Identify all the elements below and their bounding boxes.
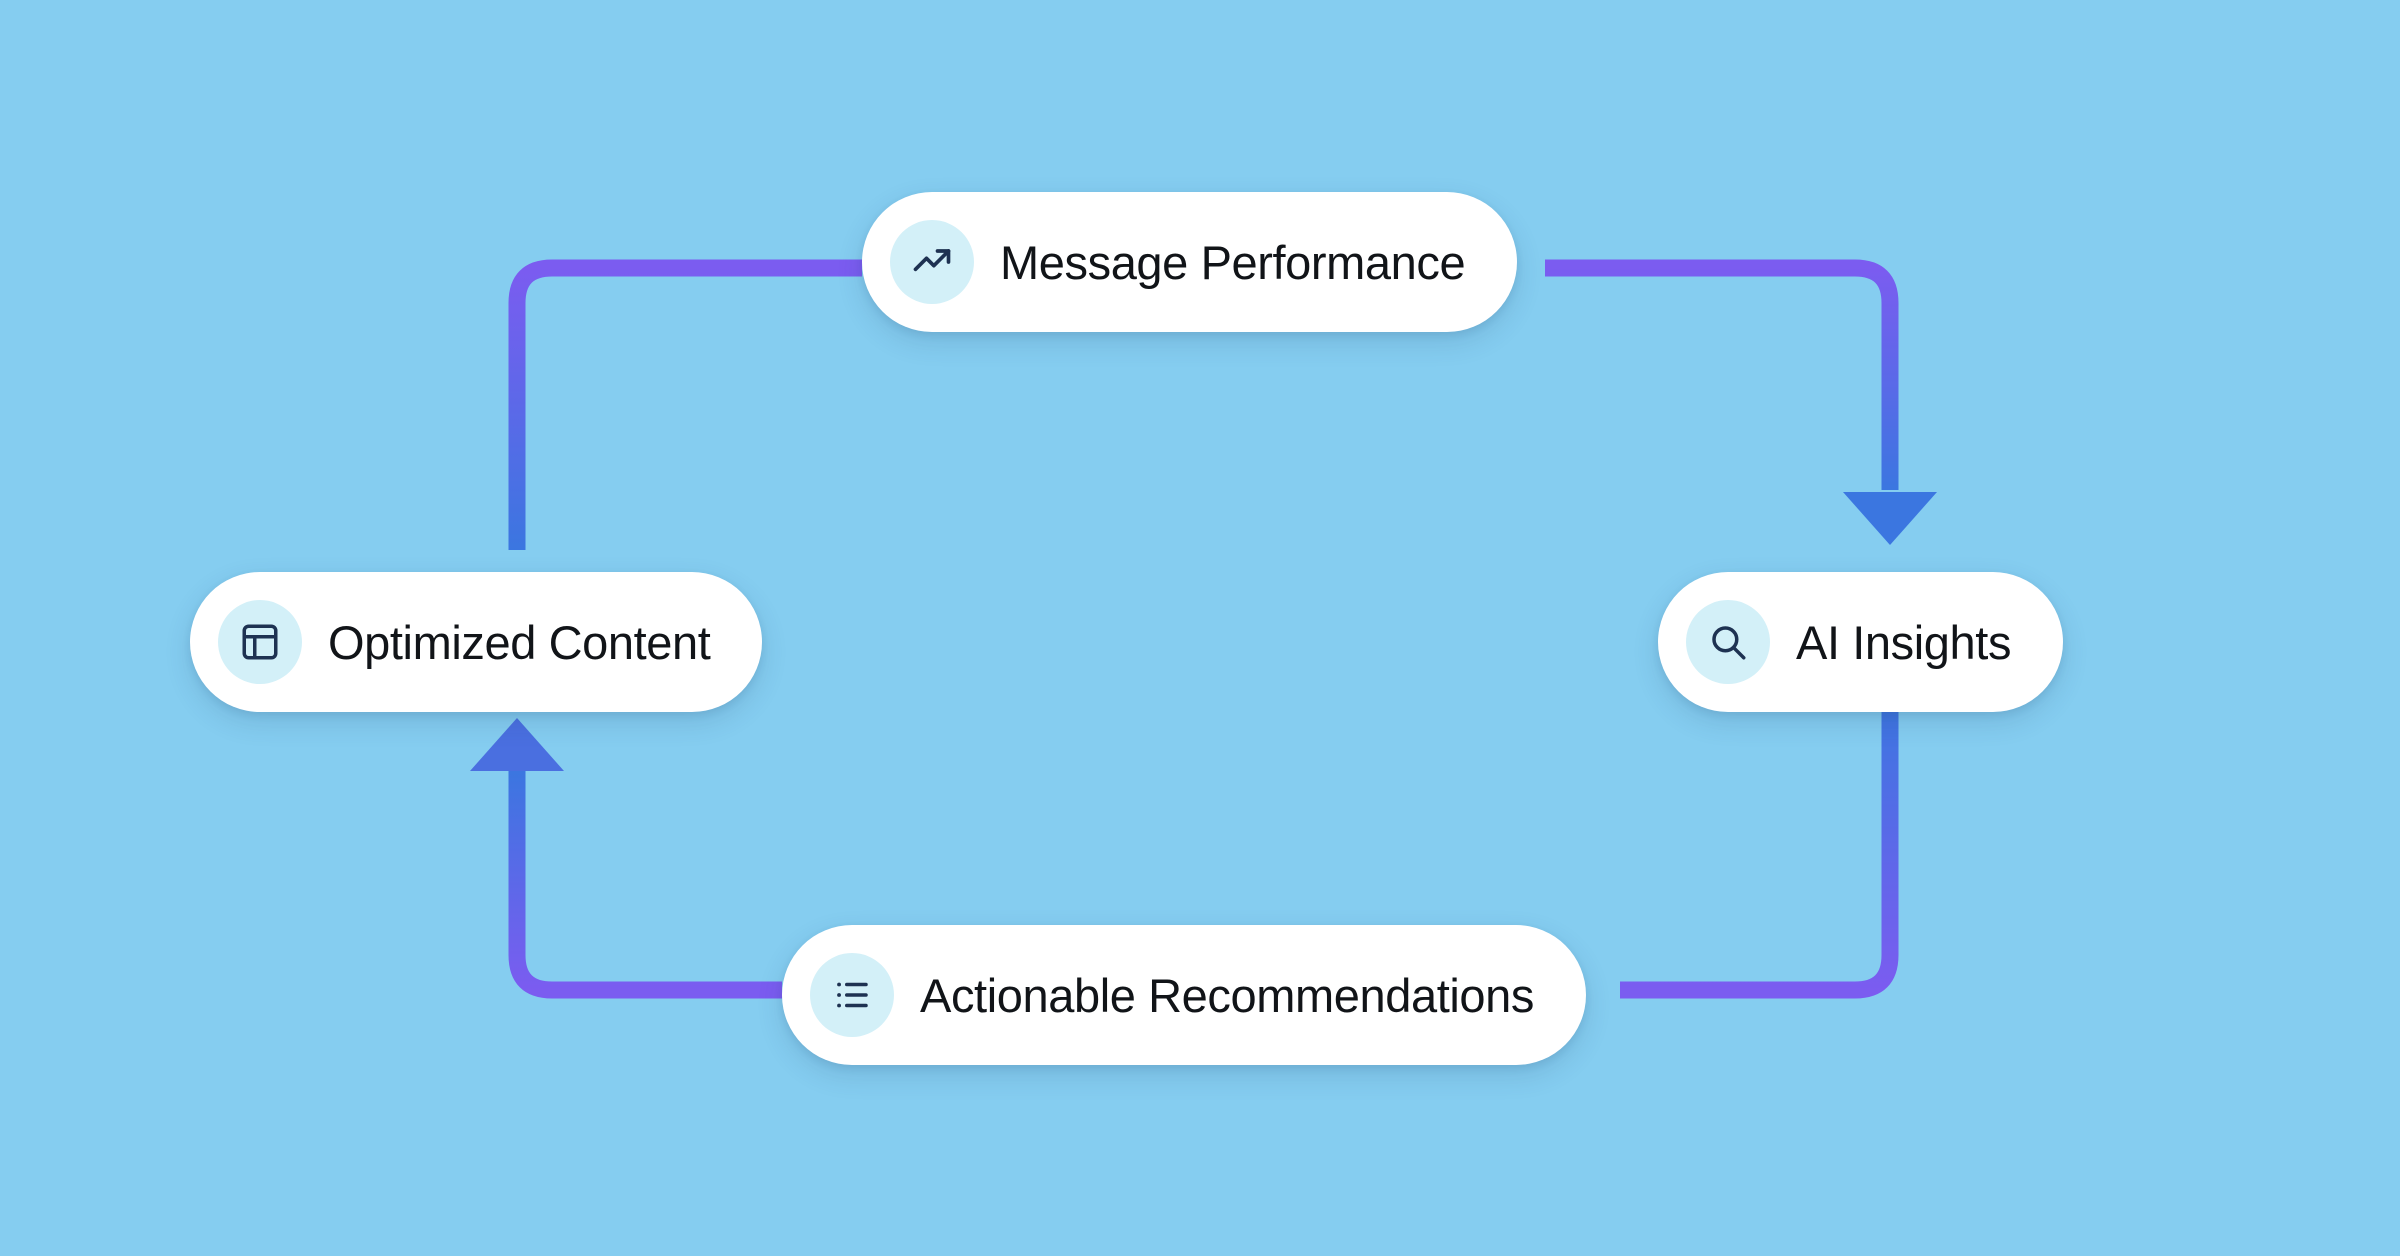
node-message-performance[interactable]: Message Performance <box>862 192 1518 332</box>
connector-actionable-recommendations-to-optimized-content <box>508 770 782 999</box>
connector-ai-insights-to-actionable-recommendations <box>1620 700 1899 999</box>
node-ai-insights[interactable]: AI Insights <box>1658 572 2064 712</box>
layout-panel-icon <box>218 600 302 684</box>
node-optimized-content[interactable]: Optimized Content <box>190 572 763 712</box>
search-icon <box>1686 600 1770 684</box>
node-label: Message Performance <box>1000 235 1466 289</box>
list-bullet-icon <box>810 953 894 1037</box>
arrowhead-up-icon <box>470 718 564 771</box>
connector-message-performance-to-ai-insights <box>1545 259 1899 490</box>
node-label: Optimized Content <box>328 615 711 669</box>
trending-up-icon <box>890 220 974 304</box>
node-actionable-recommendations[interactable]: Actionable Recommendations <box>782 925 1587 1065</box>
node-label: Actionable Recommendations <box>920 968 1535 1022</box>
node-label: AI Insights <box>1796 615 2012 669</box>
connector-optimized-content-to-message-performance <box>508 259 862 550</box>
arrowhead-down-icon <box>1843 492 1937 545</box>
